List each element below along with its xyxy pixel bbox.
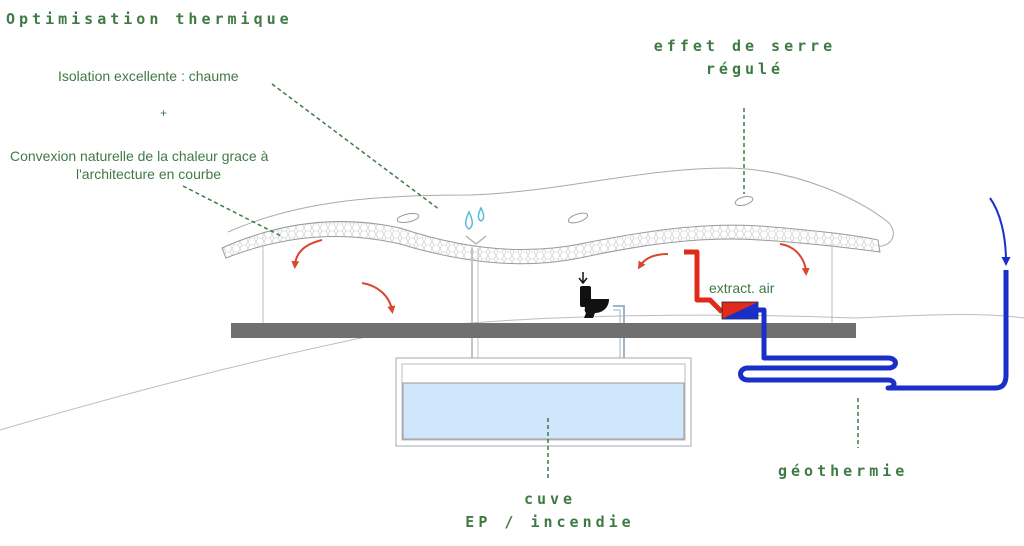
extract-air-label: extract. air xyxy=(709,280,775,296)
air-intake-arrow xyxy=(989,197,1011,266)
geothermal-pipe xyxy=(738,270,1009,391)
heat-arrows xyxy=(291,239,810,314)
roof-insulation xyxy=(221,221,881,265)
leader-lines xyxy=(182,83,859,480)
leader-isolation xyxy=(271,83,441,211)
down-arrow-icon xyxy=(578,272,588,285)
cuve-label-line2: EP / incendie xyxy=(465,513,635,531)
isolation-note: Isolation excellente : chaume xyxy=(58,68,239,84)
toilet-icon xyxy=(580,286,609,318)
heat-arrow xyxy=(361,282,396,314)
geothermie-label: géothermie xyxy=(778,462,909,480)
heat-arrow xyxy=(779,243,810,276)
tank-water xyxy=(402,382,685,440)
heat-arrow xyxy=(637,253,669,270)
floor-slab xyxy=(231,323,856,338)
supply-pipe xyxy=(613,305,625,382)
roof-outline xyxy=(227,167,894,247)
diagram-title: Optimisation thermique xyxy=(6,10,293,28)
water-drop-icon xyxy=(464,206,485,230)
serre-label-line2: régulé xyxy=(705,60,785,78)
terrain-line xyxy=(0,314,1024,431)
skylight xyxy=(734,195,754,207)
convexion-note-line1: Convexion naturelle de la chaleur grace … xyxy=(10,148,269,164)
convexion-note-line2: l'architecture en courbe xyxy=(76,166,222,182)
heat-arrow xyxy=(291,239,323,269)
skylight xyxy=(567,212,589,224)
leader-convexion xyxy=(182,185,284,238)
skylight xyxy=(396,212,420,224)
serre-label-line1: effet de serre xyxy=(653,37,837,55)
hot-air-pipe xyxy=(684,249,724,314)
heat-exchanger-icon xyxy=(721,301,759,320)
plus-sign: + xyxy=(160,106,168,120)
cuve-label-line1: cuve xyxy=(523,490,577,508)
rain-funnel xyxy=(465,235,487,245)
